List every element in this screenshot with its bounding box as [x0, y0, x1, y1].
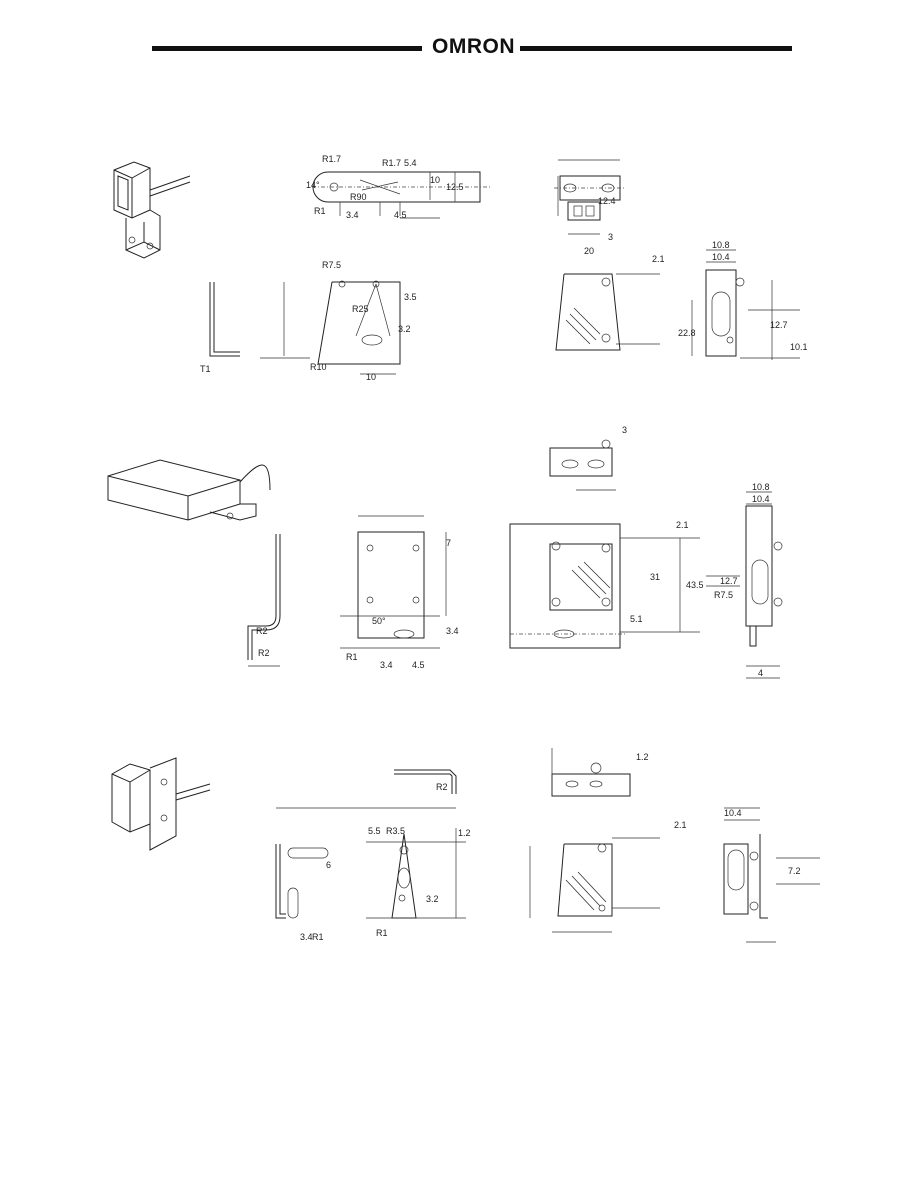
bracket1-top-view: R1.7 R1.7 5.4 10 14° 12.5 R1 R90 3.4 4.5	[306, 154, 490, 220]
bracket1-isometric	[113, 161, 191, 259]
b2-label-21: 2.1	[676, 520, 689, 530]
bracket1-sensor-front: 2.1	[555, 254, 665, 351]
b3-label-r35: R3.5	[386, 826, 405, 836]
b2-label-r75: R7.5	[714, 590, 733, 600]
b2-label-108: 10.8	[752, 482, 770, 492]
bracket3-front-view: 5.5 R3.5 1.2 3.2 R1	[366, 826, 471, 938]
b2-label-435: 43.5	[686, 580, 704, 590]
b1-label-45: 4.5	[394, 210, 407, 220]
b1-label-125: 12.5	[446, 182, 464, 192]
b1-label-r25: R25	[352, 304, 369, 314]
b2-label-3: 3	[622, 425, 627, 435]
b2-label-4: 4	[758, 668, 763, 678]
b1-label-108: 10.8	[712, 240, 730, 250]
b1-label-35: 3.5	[404, 292, 417, 302]
b3-label-6: 6	[326, 860, 331, 870]
b3-label-72: 7.2	[788, 866, 801, 876]
b1-label-r75: R7.5	[322, 260, 341, 270]
b2-label-34b: 3.4	[380, 660, 393, 670]
omron-logo: OMRON	[432, 35, 515, 58]
b2-label-r2a: R2	[258, 648, 270, 658]
b3-label-r1a: R1	[312, 932, 324, 942]
bracket3-angle-top: R2	[394, 769, 457, 794]
bracket2-profile: R2 R2	[247, 534, 281, 667]
b2-label-r1: R1	[346, 652, 358, 662]
header-rule-right	[520, 46, 792, 51]
b2-label-104: 10.4	[752, 494, 770, 504]
b2-label-r2b: R2	[256, 626, 268, 636]
b1-label-127: 12.7	[770, 320, 788, 330]
bracket1-section: R1.7 R1.7 5.4 10 14° 12.5 R1 R90 3.4 4.5…	[100, 150, 820, 390]
b1-label-10: 10	[430, 175, 440, 185]
b1-label-r17b: R1.7	[382, 158, 401, 168]
bracket2-sensor-front: 2.1 31 43.5 5.1	[509, 520, 704, 649]
b3-label-21: 2.1	[674, 820, 687, 830]
b1-label-r1: R1	[314, 206, 326, 216]
b1-label-228: 22.8	[678, 328, 696, 338]
bracket2-drawing: 3 R2 R2 7 50° 3.4 R1 3.4 4.5	[107, 425, 783, 679]
bracket2-sensor-side: 10.8 10.4 12.7 R7.5 4	[706, 482, 783, 679]
b2-label-51: 5.1	[630, 614, 643, 624]
b2-label-50: 50°	[372, 616, 386, 626]
b3-label-r1b: R1	[376, 928, 388, 938]
b1-label-t1: T1	[200, 364, 211, 374]
b3-label-104: 10.4	[724, 808, 742, 818]
bracket2-isometric	[107, 459, 271, 521]
bracket1-profile: T1	[200, 282, 240, 374]
b3-label-32: 3.2	[426, 894, 439, 904]
bracket1-side-top-view: 12.4 3 20	[554, 159, 626, 256]
b1-label-34: 3.4	[346, 210, 359, 220]
page-header: OMRON	[0, 0, 918, 80]
b1-label-32: 3.2	[398, 324, 411, 334]
b2-label-34: 3.4	[446, 626, 459, 636]
b1-label-54: 5.4	[404, 158, 417, 168]
b1-label-r17a: R1.7	[322, 154, 341, 164]
bracket1-drawing: R1.7 R1.7 5.4 10 14° 12.5 R1 R90 3.4 4.5…	[113, 154, 808, 382]
bracket1-front-view: R7.5 3.5 R25 3.2 R10 10	[260, 260, 417, 382]
b1-label-124: 12.4	[598, 196, 616, 206]
b1-label-3: 3	[608, 232, 613, 242]
bracket3-sensor-front: 2.1	[529, 820, 687, 933]
b1-label-r10: R10	[310, 362, 327, 372]
bracket3-section: R2 1.2 3.4 R1 6	[100, 738, 820, 958]
bracket3-profile: 3.4 R1 6	[275, 807, 456, 942]
b3-label-r2: R2	[436, 782, 448, 792]
b1-label-21: 2.1	[652, 254, 665, 264]
b1-label-10b: 10	[366, 372, 376, 382]
b3-label-34: 3.4	[300, 932, 313, 942]
bracket3-sensor-side: 10.4 7.2	[723, 807, 820, 943]
bracket3-isometric	[111, 757, 211, 851]
b3-label-12b: 1.2	[458, 828, 471, 838]
bracket2-section: 3 R2 R2 7 50° 3.4 R1 3.4 4.5	[100, 420, 820, 700]
bracket3-top-view: 1.2	[551, 748, 649, 797]
b1-label-20: 20	[584, 246, 594, 256]
b2-label-45: 4.5	[412, 660, 425, 670]
b2-label-31: 31	[650, 572, 660, 582]
bracket3-drawing: R2 1.2 3.4 R1 6	[111, 748, 820, 943]
header-rule-left	[152, 46, 422, 51]
b1-label-101: 10.1	[790, 342, 808, 352]
b3-label-12: 1.2	[636, 752, 649, 762]
b2-label-7: 7	[446, 538, 451, 548]
bracket2-front-view: 7 50° 3.4 R1 3.4 4.5	[340, 515, 459, 670]
b1-label-14deg: 14°	[306, 180, 320, 190]
b2-label-127: 12.7	[720, 576, 738, 586]
bracket1-sensor-side: 10.8 10.4 22.8 12.7 10.1	[678, 240, 808, 360]
bracket2-top-view: 3	[549, 425, 627, 491]
b1-label-r90: R90	[350, 192, 367, 202]
b3-label-55: 5.5	[368, 826, 381, 836]
b1-label-104: 10.4	[712, 252, 730, 262]
